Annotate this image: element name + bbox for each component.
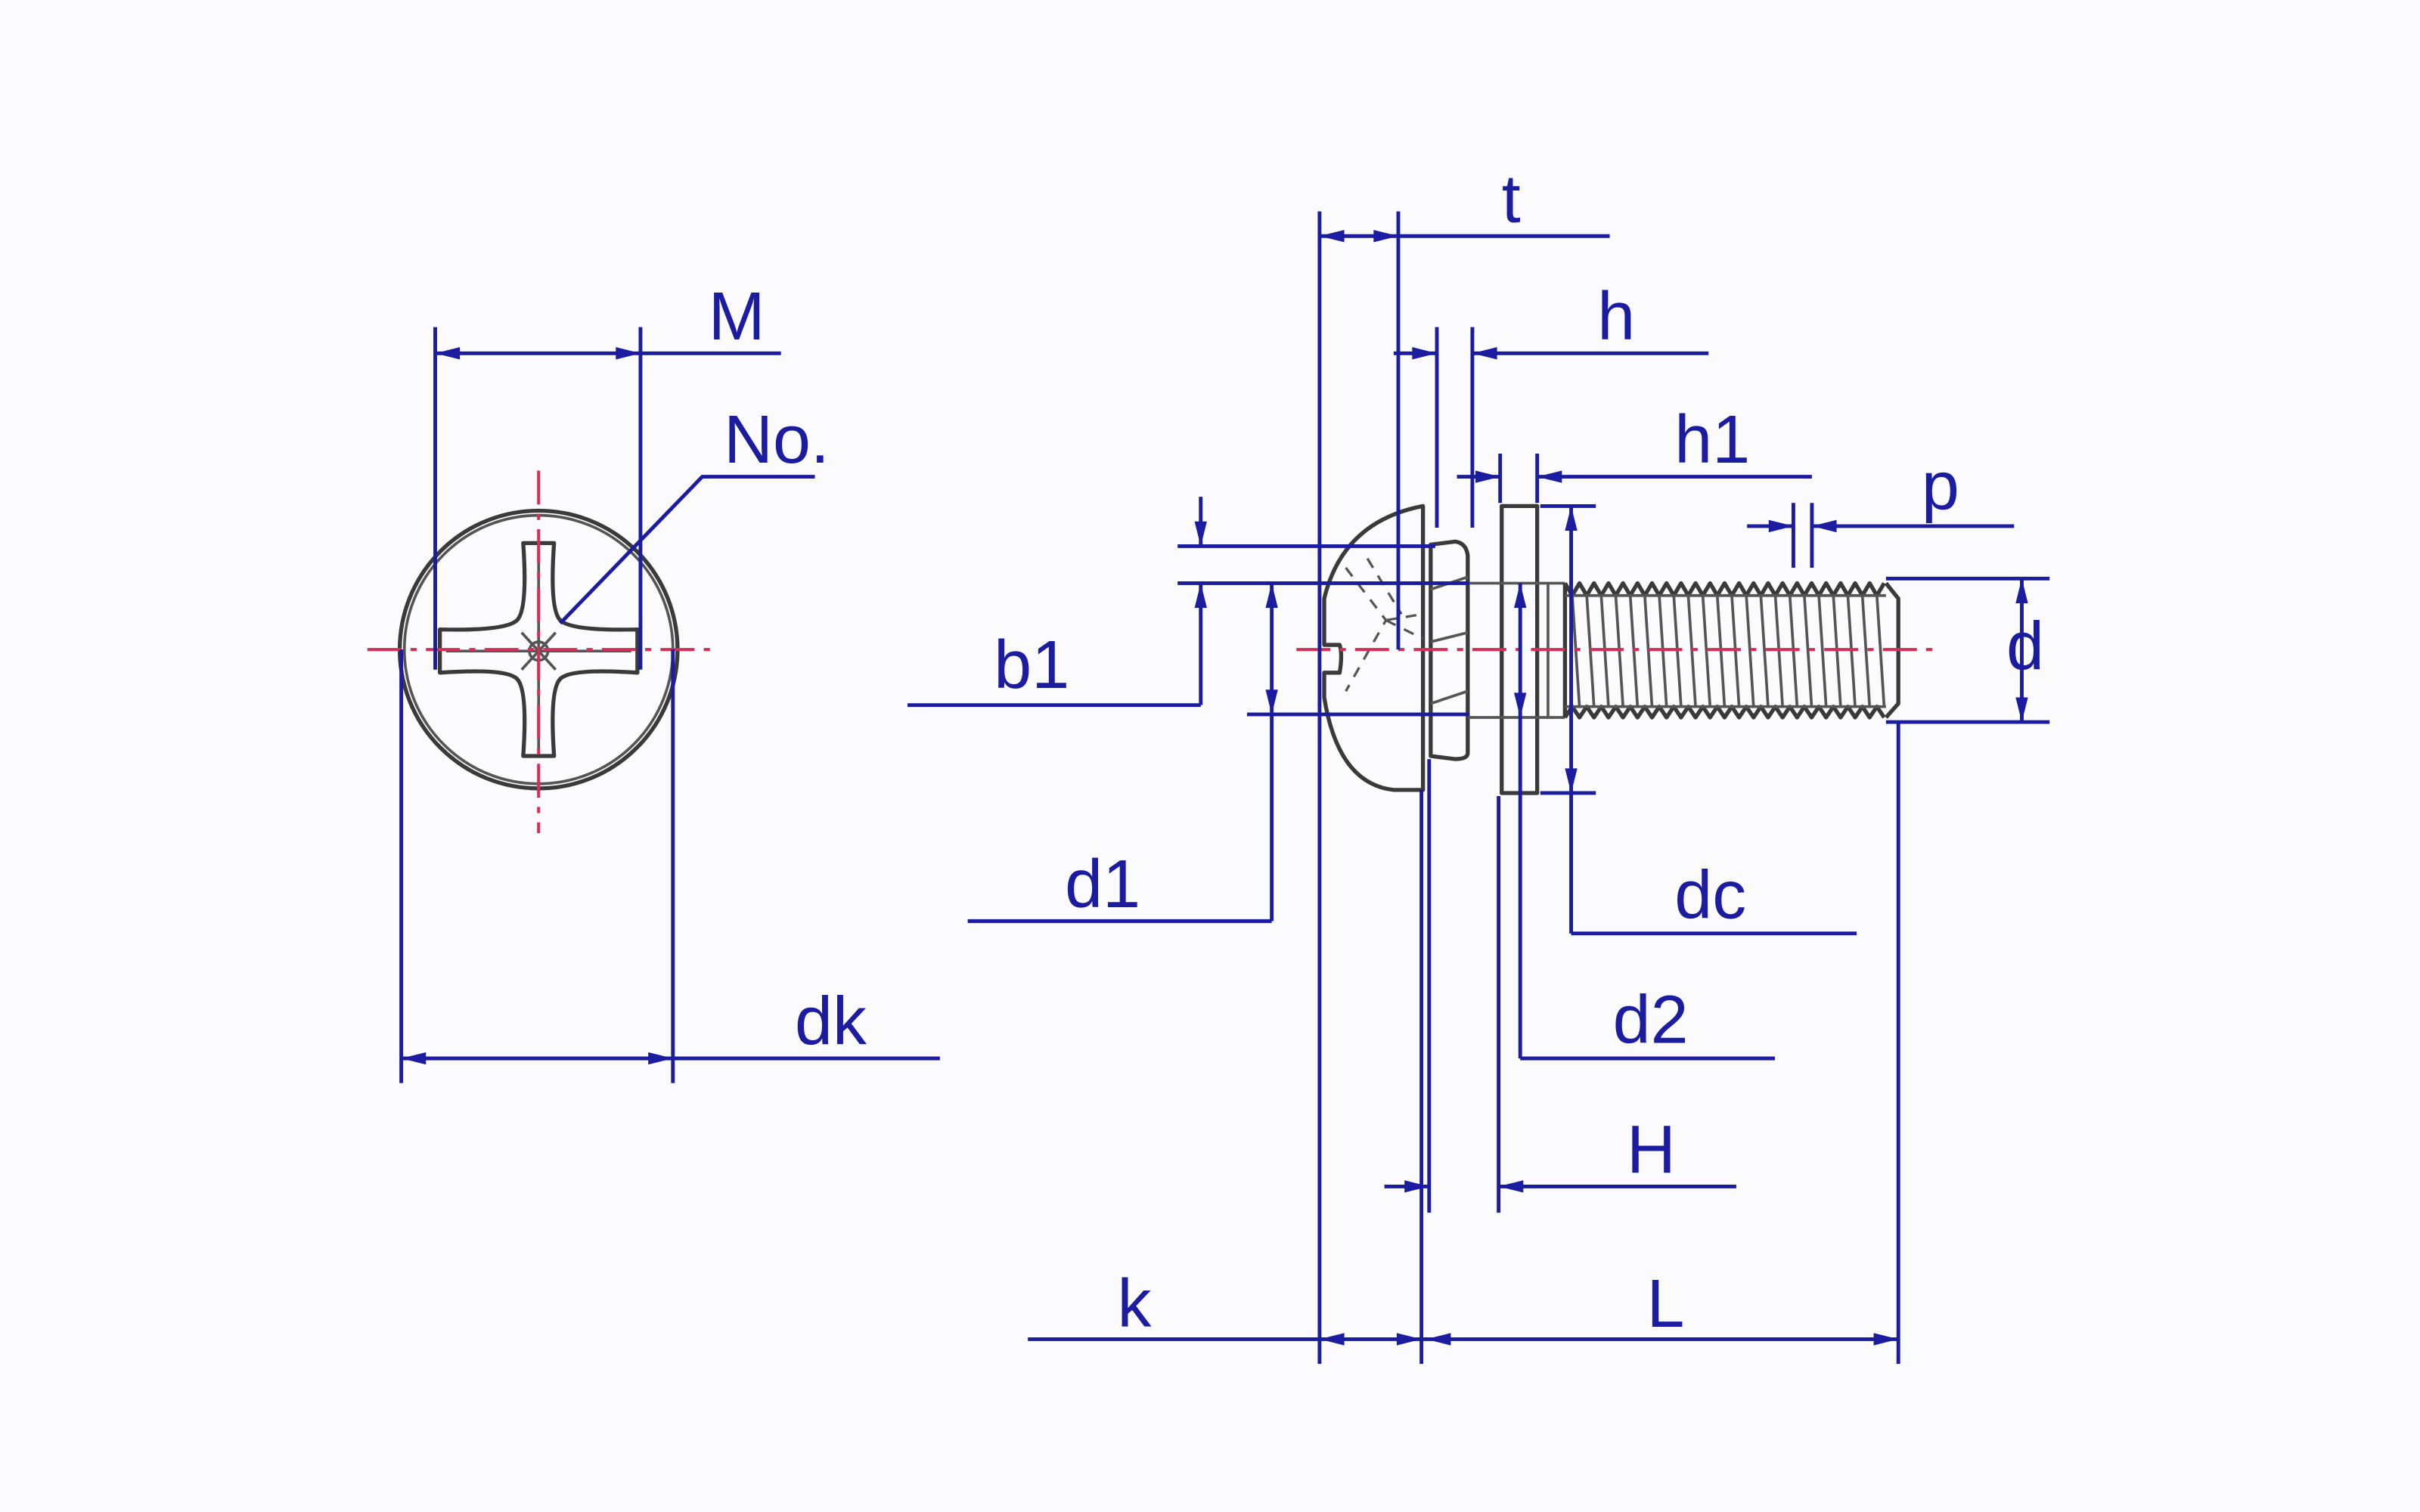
pan-head	[1322, 503, 1426, 792]
dimension-b1: b1	[908, 497, 1469, 708]
label-d2: d2	[1613, 983, 1689, 1058]
dimension-No: No.	[559, 402, 830, 625]
washer-gap	[1430, 575, 1469, 705]
label-h: h	[1597, 279, 1635, 355]
dimension-d: d	[1885, 576, 2050, 724]
label-M: M	[709, 279, 765, 355]
top-view	[367, 470, 710, 834]
label-t: t	[1502, 162, 1521, 237]
label-H: H	[1627, 1112, 1676, 1188]
dimension-p: p	[1747, 448, 2015, 569]
dimension-t: t	[1317, 162, 1610, 1365]
label-d1: d1	[1065, 847, 1140, 922]
label-No: No.	[724, 402, 830, 478]
lock-washer	[1429, 539, 1470, 761]
label-h1: h1	[1674, 402, 1750, 478]
phillips-recess	[437, 541, 640, 758]
dimension-M: M	[433, 279, 781, 670]
label-p: p	[1922, 448, 1959, 524]
dimension-h1: h1	[1457, 402, 1812, 503]
dimension-d1: d1	[967, 583, 1469, 923]
label-d: d	[2006, 609, 2044, 685]
label-k: k	[1118, 1266, 1153, 1342]
dimension-L: L	[1421, 722, 1900, 1365]
label-b1: b1	[994, 627, 1069, 703]
label-L: L	[1647, 1266, 1685, 1342]
side-view	[1296, 503, 1938, 795]
dimension-d2: d2	[1514, 583, 1775, 1061]
dimension-dk: dk	[399, 649, 940, 1083]
dimension-dc: dc	[1540, 503, 1857, 936]
dimension-h: h	[1393, 279, 1709, 528]
head-recess-hidden	[1345, 557, 1424, 692]
label-dk: dk	[795, 984, 867, 1060]
label-dc: dc	[1674, 857, 1746, 933]
dimension-k: k	[1028, 789, 1424, 1365]
